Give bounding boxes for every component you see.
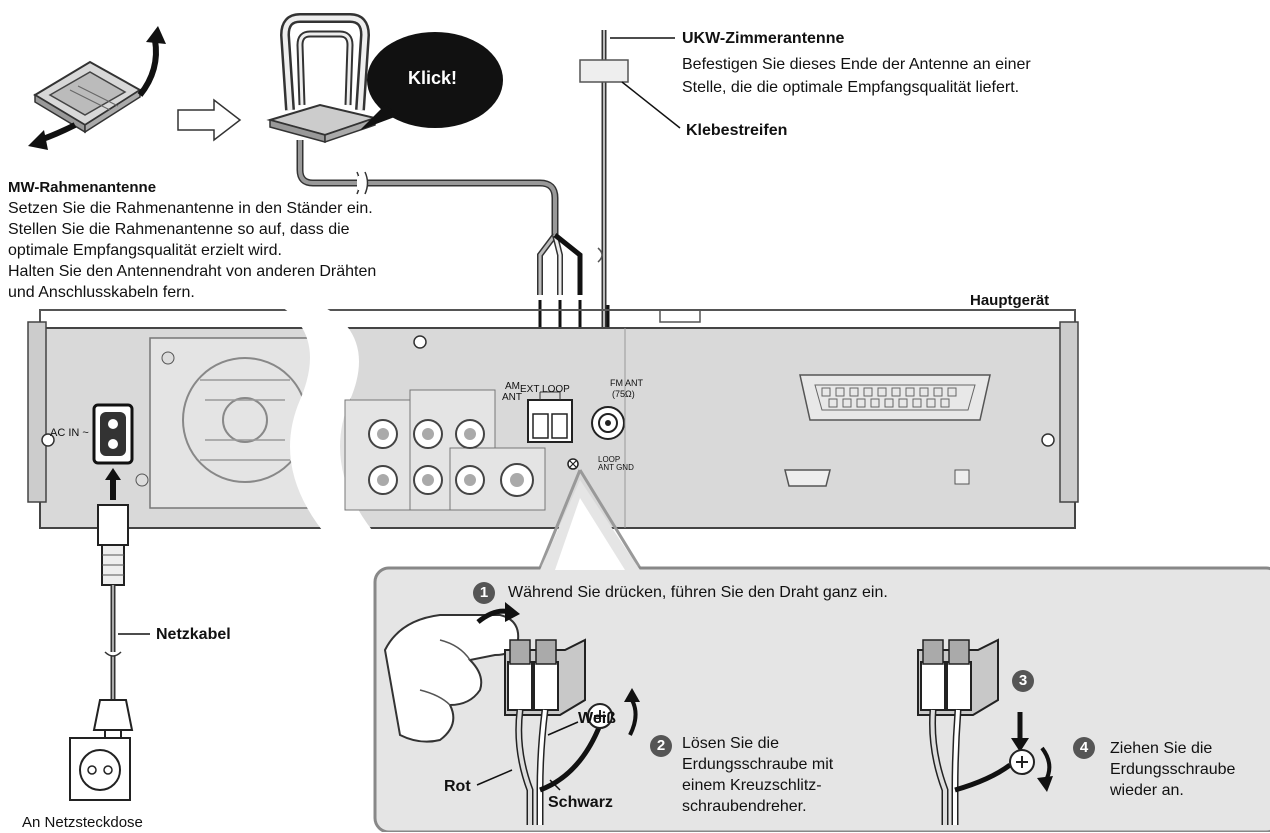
am-loop-line-5: und Anschlusskabeln fern. (8, 284, 195, 301)
main-unit-label: Hauptgerät (970, 292, 1050, 309)
step-4-line-3: wieder an. (1110, 782, 1184, 799)
power-cable (92, 504, 134, 745)
terminal-block-right (917, 638, 999, 716)
step-3-badge: 3 (1012, 670, 1034, 692)
am-loop-line-4: Halten Sie den Antennendraht von anderen… (8, 263, 377, 280)
am-loop-line-2: Stellen Sie die Rahmenantenne so auf, da… (8, 221, 350, 238)
ext-loop-label: EXT LOOP (520, 384, 570, 395)
next-step-arrow (177, 98, 242, 142)
fm-antenna-title: UKW-Zimmerantenne (682, 30, 845, 47)
step-2-line-2: Erdungsschraube mit (682, 756, 834, 773)
ant-gnd-label: ANT GND (598, 463, 634, 472)
step-4-line-2: Erdungsschraube (1110, 761, 1236, 778)
hand-pressing-lever (383, 614, 520, 743)
step-1-text: Während Sie drücken, führen Sie den Drah… (508, 584, 888, 601)
step-2-line-3: einem Kreuzschlitz- (682, 777, 822, 794)
fm-antenna-line-2: Stelle, die die optimale Empfangsqualitä… (682, 79, 1020, 96)
rotate-up-arrow (137, 39, 159, 97)
tape-label: Klebestreifen (686, 122, 788, 139)
power-cable-label: Netzkabel (156, 626, 231, 643)
step-2-line-1: Lösen Sie die (682, 735, 779, 752)
fm-antenna-line-1: Befestigen Sie dieses Ende der Antenne a… (682, 56, 1031, 73)
ac-in-label: AC IN ~ (50, 427, 89, 439)
terminal-block-left (504, 638, 586, 716)
step-2-badge: 2 (650, 735, 672, 757)
loop-antenna-standing (266, 13, 379, 144)
fm-ant-label: FM ANT (610, 378, 643, 388)
click-speech-bubble (360, 32, 503, 130)
ant-label: ANT (502, 392, 522, 403)
am-label: AM (505, 381, 520, 392)
fm-ohm-label: (75Ω) (612, 389, 635, 399)
adhesive-tape (579, 59, 629, 83)
wall-outlet (69, 737, 131, 801)
step-2-line-4: schraubendreher. (682, 798, 807, 815)
wire-red-label: Rot (444, 778, 471, 795)
am-loop-title: MW-Rahmenantenne (8, 179, 157, 196)
detail-callout (373, 566, 1270, 832)
main-unit-rear-panel (27, 300, 1079, 540)
loop-antenna-folded (33, 60, 142, 134)
outlet-label: An Netzsteckdose (22, 814, 143, 831)
step-1-badge: 1 (473, 582, 495, 604)
step-4-line-1: Ziehen Sie die (1110, 740, 1213, 757)
loop-label: LOOP (598, 455, 621, 464)
click-bubble-text: Klick! (408, 68, 458, 88)
am-loop-line-1: Setzen Sie die Rahmenantenne in den Stän… (8, 200, 373, 217)
am-loop-line-3: optimale Empfangsqualität erzielt wird. (8, 242, 282, 259)
step-4-badge: 4 (1073, 737, 1095, 759)
wire-white-label: Weiß (578, 710, 616, 727)
wire-black-label: Schwarz (548, 794, 613, 811)
